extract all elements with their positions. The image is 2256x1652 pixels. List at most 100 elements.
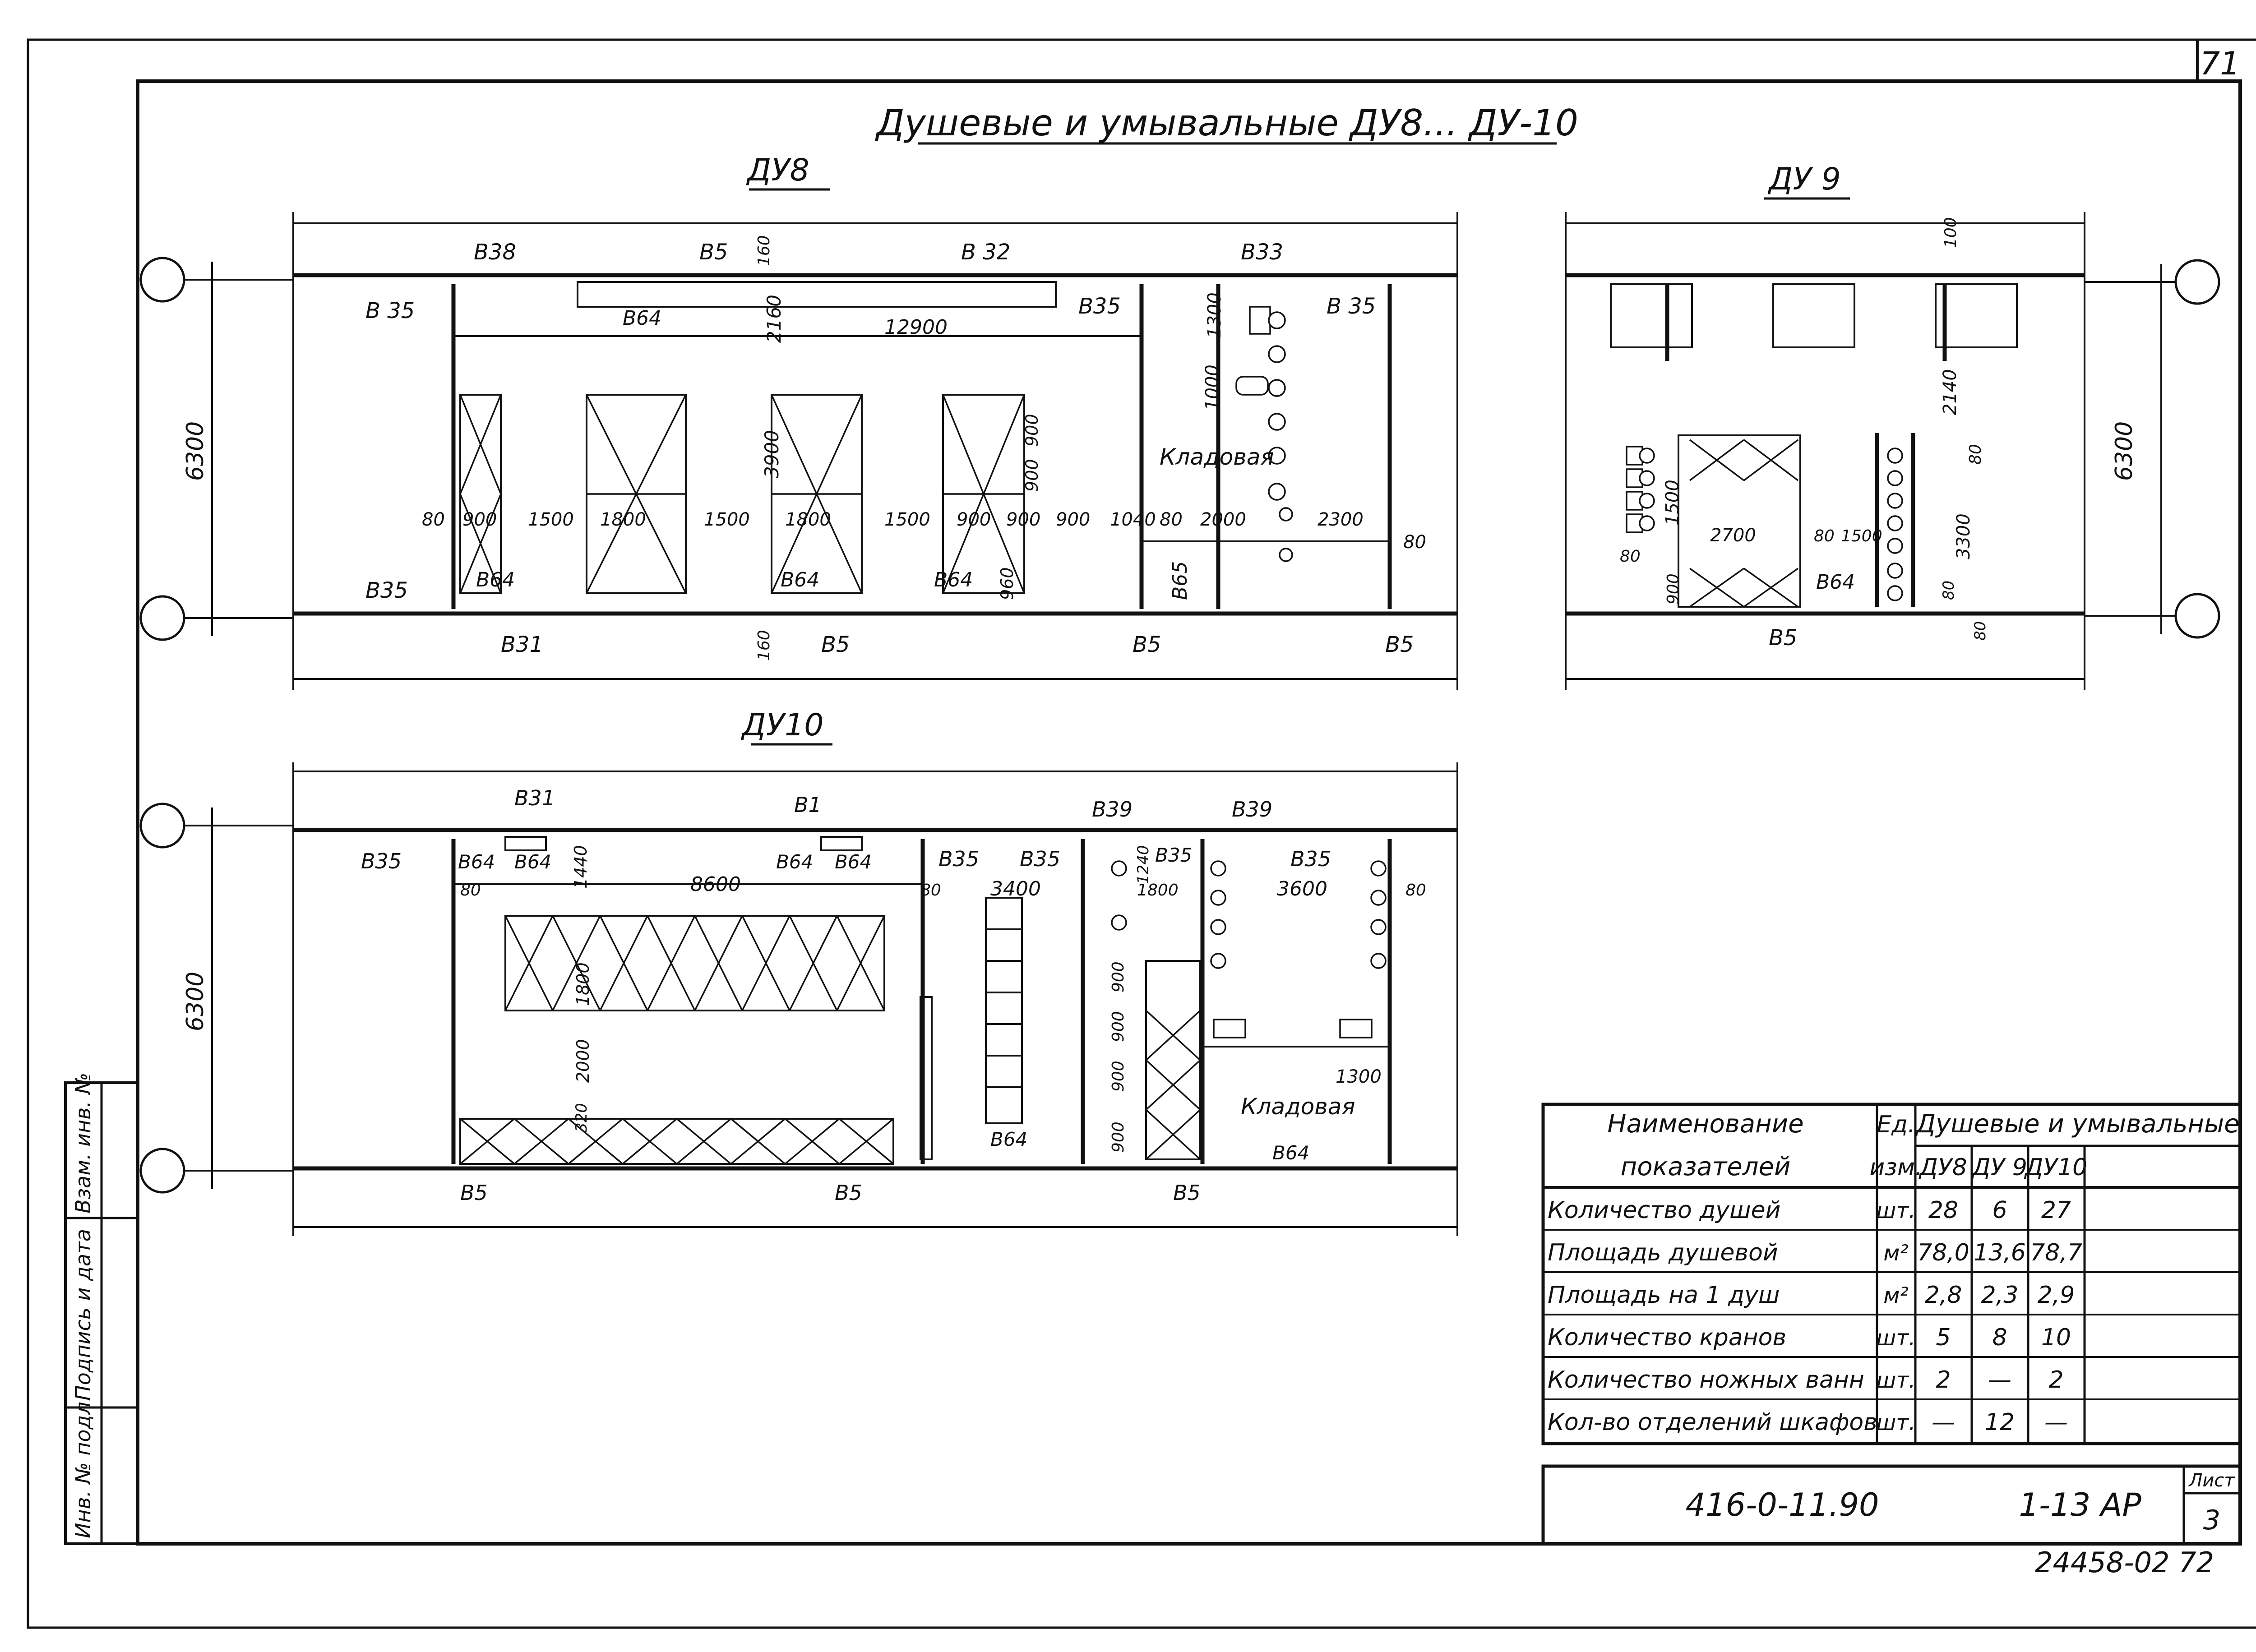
du9-b5: B5 [1769,625,1797,651]
table-header-name-1: Наименование [1607,1109,1803,1139]
du8-b32: B 32 [961,240,1010,265]
du9-lockers [1626,446,1655,533]
plan-du10: ДУ10 6300 [139,707,1458,1236]
axis-circle [139,595,185,641]
du8-d2300: 2300 [1318,509,1364,530]
du8-b33: B33 [1241,240,1283,265]
sheet-title: Душевые и умывальные ДУ8... ДУ-10 [875,102,1578,144]
du10-small-cabins [1145,960,1201,1160]
du9-d80d: 80 [1940,581,1958,600]
outer-border [27,38,2256,1629]
du8-b5-top: B5 [699,240,728,265]
du10-d1800: 1800 [573,962,593,1006]
du9-d80c: 80 [1620,547,1641,566]
du8-d960: 960 [997,567,1017,600]
du8-d80b: 80 [1160,509,1183,530]
du10-b5b: B5 [835,1181,862,1205]
title-block: 416-0-11.90 1-13 АР Лист 3 24458-02 72 [1541,1464,2242,1579]
table-header-name-2: показателей [1621,1152,1791,1181]
du10-b35e: B35 [1290,847,1331,871]
table-header-du9: ДУ 9 [1971,1154,2027,1181]
table-cell-v2: 8 [1992,1324,2007,1351]
du10-d1800b: 1800 [1137,881,1179,900]
table-header-unit-1: Ед. [1877,1111,1915,1138]
du9-d900: 900 [1664,573,1683,605]
du8-d1500b: 1500 [704,509,750,530]
du8-b5c: B5 [1385,632,1414,657]
du8-d900e: 900 [1022,414,1042,447]
du8-b35b: B35 [1078,294,1121,319]
table-cell-unit: м² [1883,1283,1908,1308]
du10-b35c: B35 [1020,847,1060,871]
du8-d2160: 2160 [763,295,785,343]
du10-b64c: B64 [776,851,813,873]
table-cell-v1: 2,8 [1925,1282,1962,1309]
table-header-du10: ДУ10 [2024,1154,2087,1181]
du8-b64a: B64 [623,307,661,330]
du8-d12900: 12900 [884,316,948,339]
axis-circle [139,257,185,303]
du10-d320: 320 [573,1103,591,1132]
du8-b35a: B 35 [365,298,415,323]
table-cell-name: Кол-во отделений шкафов [1548,1409,1877,1436]
du10-d8600: 8600 [690,873,741,896]
du10-d3400: 3400 [990,877,1041,900]
stamp-album: 1-13 АР [2019,1486,2141,1523]
du9-title: ДУ 9 [1767,162,1840,197]
du10-b39a: B39 [1092,797,1133,821]
du8-b5b: B5 [1133,632,1161,657]
du8-d1040: 1040 [1110,509,1156,530]
du8-d1500c: 1500 [884,509,930,530]
du8-b31: B31 [501,632,543,657]
du8-d160a: 160 [755,235,773,266]
du8-b64c: B64 [781,568,819,591]
table-cell-v1: 28 [1928,1197,1958,1224]
du8-depth: 6300 [182,421,209,481]
table-cell-name: Количество душей [1548,1197,1780,1224]
du10-d900c: 900 [1109,1061,1128,1092]
table-cell-v2: 12 [1985,1409,2015,1436]
du10-b64f: B64 [1272,1142,1309,1164]
side-inv-orig: Инв. № подл. [71,1395,95,1538]
table-cell-v1: 2 [1936,1366,1951,1394]
du10-d3600: 3600 [1277,877,1327,900]
du8-storage: Кладовая [1160,444,1274,470]
table-cell-name: Площадь душевой [1548,1239,1778,1266]
du10-d1440: 1440 [571,845,591,889]
table-cell-v3: 2,9 [2038,1282,2075,1309]
du8-d80a: 80 [422,509,445,530]
table-cell-v1: 5 [1936,1324,1951,1351]
du10-b64b: B64 [514,851,551,873]
du10-d80c: 80 [1405,881,1426,900]
du10-d80b: 80 [920,881,941,900]
table-cell-v3: 78,7 [2030,1239,2082,1266]
du8-b38: B38 [474,240,516,265]
du10-washbasins [1111,860,1387,1038]
table-cell-unit: шт. [1876,1198,1915,1223]
du8-d2000: 2000 [1200,509,1246,530]
du10-d80a: 80 [460,881,481,900]
stamp-sheet-number: 3 [2203,1504,2220,1536]
indicators-table: Наименование показателей Ед. изм. Душевы… [1541,1103,2242,1445]
table-cell-unit: шт. [1876,1410,1915,1435]
du8-d900c: 900 [1006,509,1040,530]
du8-b5a: B5 [821,632,850,657]
table-cell-v3: 2 [2048,1366,2063,1394]
du8-b35c: B 35 [1327,294,1376,319]
du9-washbasins [1887,448,1903,601]
du9-d80e: 80 [1971,621,1989,641]
page-number: 71 [2200,45,2240,82]
du10-d2000: 2000 [573,1039,593,1083]
du10-depth: 6300 [182,972,209,1031]
du10-shower-cabins [459,915,894,1165]
du10-storage: Кладовая [1241,1094,1355,1120]
du8-shower-cabins [459,394,1025,594]
du8-d1800b: 1800 [785,509,831,530]
du9-d2700: 2700 [1710,525,1756,546]
plan-du8: ДУ8 6300 [139,152,1458,690]
du10-d900b: 900 [1109,1011,1128,1042]
du9-d80a: 80 [1966,444,1985,465]
du8-b65: B65 [1169,561,1192,600]
